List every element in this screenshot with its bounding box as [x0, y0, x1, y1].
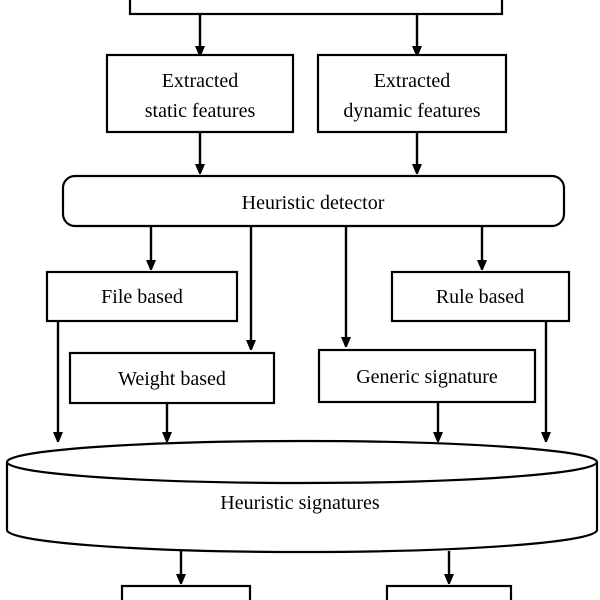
top-source-box — [128, 0, 504, 16]
rule-based-label: Rule based — [436, 286, 524, 308]
extracted-dynamic-line1: Extracted — [374, 70, 451, 92]
left-output-box — [120, 584, 252, 600]
weight-based-node: Weight based — [68, 351, 276, 405]
rule-based-node: Rule based — [390, 270, 571, 323]
heuristic-detector-node: Heuristic detector — [61, 174, 566, 228]
extracted-dynamic-line2: dynamic features — [343, 100, 480, 122]
extracted-static-line1: Extracted — [162, 70, 239, 92]
heuristic-signatures-label: Heuristic signatures — [220, 492, 380, 514]
extracted-static-features-node: Extracted static features — [105, 53, 295, 134]
extracted-dynamic-features-node: Extracted dynamic features — [316, 53, 508, 134]
generic-signature-label: Generic signature — [356, 366, 498, 388]
weight-based-label: Weight based — [118, 368, 226, 390]
file-based-label: File based — [101, 286, 183, 308]
heuristic-signatures-database: Heuristic signatures — [5, 439, 599, 554]
file-based-node: File based — [45, 270, 239, 323]
right-output-box — [385, 584, 513, 600]
heuristic-detector-label: Heuristic detector — [242, 192, 385, 214]
extracted-static-line2: static features — [145, 100, 256, 122]
generic-signature-node: Generic signature — [317, 348, 537, 404]
